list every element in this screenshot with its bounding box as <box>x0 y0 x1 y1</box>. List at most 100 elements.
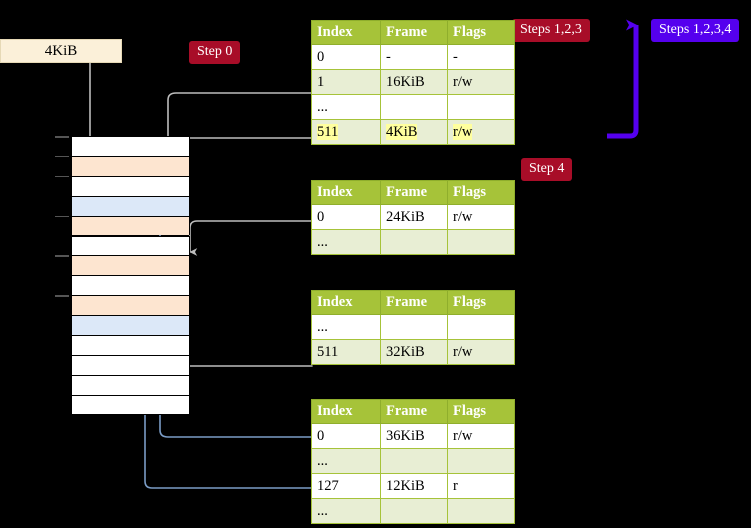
table-cell-flags: r/w <box>447 423 515 449</box>
table-cell-index: 0 <box>311 204 381 230</box>
table-cell-flags <box>447 94 515 120</box>
table-cell-frame <box>380 498 448 524</box>
column-header-flags: Flags <box>447 290 515 315</box>
column-header-flags: Flags <box>447 399 515 424</box>
column-header-frame: Frame <box>380 290 448 315</box>
table-cell-flags: r/w <box>447 119 515 145</box>
table-cell-flags: r/w <box>447 339 515 365</box>
table-cell-flags <box>447 229 515 255</box>
memory-frame-row <box>71 175 190 196</box>
wire-l4-row1 <box>167 92 313 156</box>
memory-frame-row <box>71 354 190 375</box>
table-cell-frame: 4KiB <box>380 119 448 145</box>
memory-frame-row <box>71 215 190 236</box>
table-cell-frame <box>380 229 448 255</box>
table-cell-flags: r/w <box>447 69 515 95</box>
table-cell-frame: 12KiB <box>380 473 448 499</box>
table-cell-flags <box>447 498 515 524</box>
memory-frame-row <box>71 235 190 256</box>
memory-frame-tick <box>55 136 69 138</box>
memory-frame-tick <box>55 295 69 297</box>
table-row: ... <box>311 94 515 120</box>
memory-frame-tick <box>55 175 69 178</box>
table-cell-frame: 36KiB <box>380 423 448 449</box>
table-cell-index: ... <box>311 448 381 474</box>
column-header-frame: Frame <box>380 180 448 205</box>
table-cell-flags <box>447 448 515 474</box>
kib-box: 4KiB <box>0 39 122 63</box>
table-cell-index: 0 <box>311 44 381 70</box>
badge-step-4: Step 4 <box>521 158 573 181</box>
table-cell-flags <box>447 314 515 340</box>
table-cell-index: ... <box>311 94 381 120</box>
table-cell-index: 511 <box>311 119 381 145</box>
table-row: ... <box>311 498 515 524</box>
column-header-frame: Frame <box>380 399 448 424</box>
memory-frame-tick <box>55 155 69 158</box>
table-row: ... <box>311 314 515 340</box>
table-cell-frame: 24KiB <box>380 204 448 230</box>
table-cell-index: 1 <box>311 69 381 95</box>
memory-frame-row <box>71 394 190 415</box>
wire-l1-row127-to-mem <box>137 330 313 489</box>
highlighted-value: r/w <box>453 123 473 140</box>
memory-frame-row <box>71 195 190 216</box>
memory-frame-row <box>71 255 190 276</box>
table-row: 0-- <box>311 44 515 70</box>
column-header-index: Index <box>311 20 381 45</box>
table-cell-index: 0 <box>311 423 381 449</box>
table-row: ... <box>311 448 515 474</box>
badge-steps-123: Steps 1,2,3 <box>512 19 590 42</box>
table-cell-index: 127 <box>311 473 381 499</box>
memory-frame-row <box>71 155 190 176</box>
table-cell-index: ... <box>311 498 381 524</box>
table-cell-index: 511 <box>311 339 381 365</box>
memory-frame-row <box>71 295 190 316</box>
memory-frame-row <box>71 275 190 296</box>
highlighted-value: 4KiB <box>386 123 418 140</box>
physical-memory-column <box>55 136 190 415</box>
memory-frame-tick <box>55 255 69 257</box>
kib-box-label: 4KiB <box>44 42 78 59</box>
column-header-index: Index <box>311 399 381 424</box>
highlighted-value: 511 <box>317 123 339 140</box>
column-header-index: Index <box>311 290 381 315</box>
memory-frame-row <box>71 136 190 156</box>
table-cell-frame: 16KiB <box>380 69 448 95</box>
badge-steps-1234: Steps 1,2,3,4 <box>651 19 740 42</box>
badge-step-0: Step 0 <box>189 41 241 64</box>
table-cell-index: ... <box>311 229 381 255</box>
table-cell-frame: 32KiB <box>380 339 448 365</box>
column-header-frame: Frame <box>380 20 448 45</box>
memory-frame-row <box>71 335 190 355</box>
table-row: 511 4KiB r/w <box>311 119 515 145</box>
wire-l3-to-mem <box>189 220 313 256</box>
table-cell-frame <box>380 94 448 120</box>
column-header-index: Index <box>311 180 381 205</box>
column-header-flags: Flags <box>447 20 515 45</box>
table-cell-frame: - <box>380 44 448 70</box>
wire-l2-to-mem <box>175 318 313 367</box>
table-cell-flags: r/w <box>447 204 515 230</box>
memory-frame-row <box>71 315 190 335</box>
wire-l1-row0-to-mem <box>152 204 313 438</box>
table-cell-flags: r <box>447 473 515 499</box>
table-cell-index: ... <box>311 314 381 340</box>
table-cell-frame <box>380 448 448 474</box>
table-row: ... <box>311 229 515 255</box>
column-header-flags: Flags <box>447 180 515 205</box>
wire-recursion-arrow <box>607 19 639 139</box>
memory-frame-row <box>71 374 190 395</box>
table-cell-flags: - <box>447 44 515 70</box>
memory-frame-tick <box>55 215 69 218</box>
